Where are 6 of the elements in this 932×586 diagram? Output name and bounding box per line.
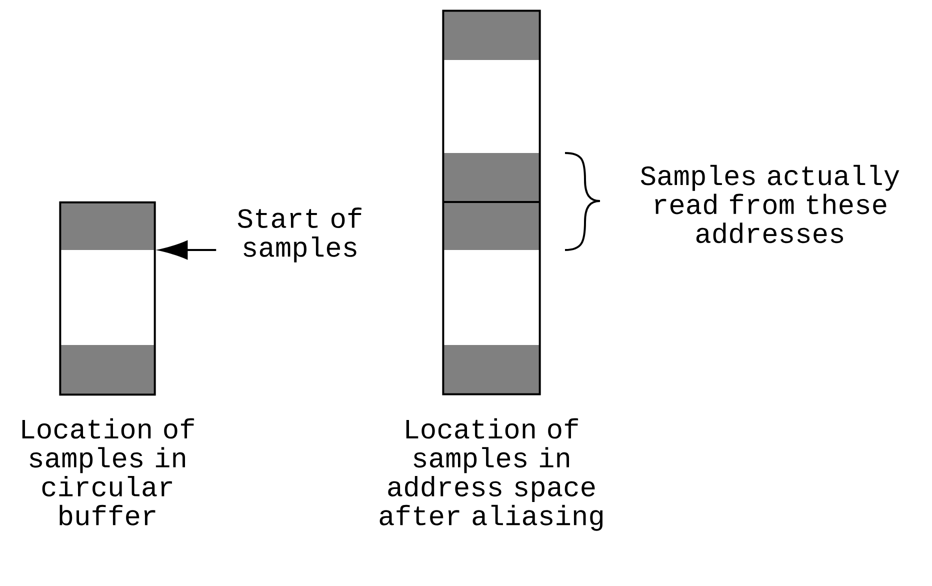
memory-column bbox=[59, 201, 156, 396]
node-label: Location of samples in address space after aliasing bbox=[380, 418, 603, 531]
annotation-text: Samples actually read from these addresses bbox=[640, 164, 900, 244]
node-label: Location of samples in circular buffer bbox=[22, 418, 194, 526]
memory-column bbox=[442, 10, 541, 396]
annotation-text: Start of samples bbox=[238, 208, 362, 262]
